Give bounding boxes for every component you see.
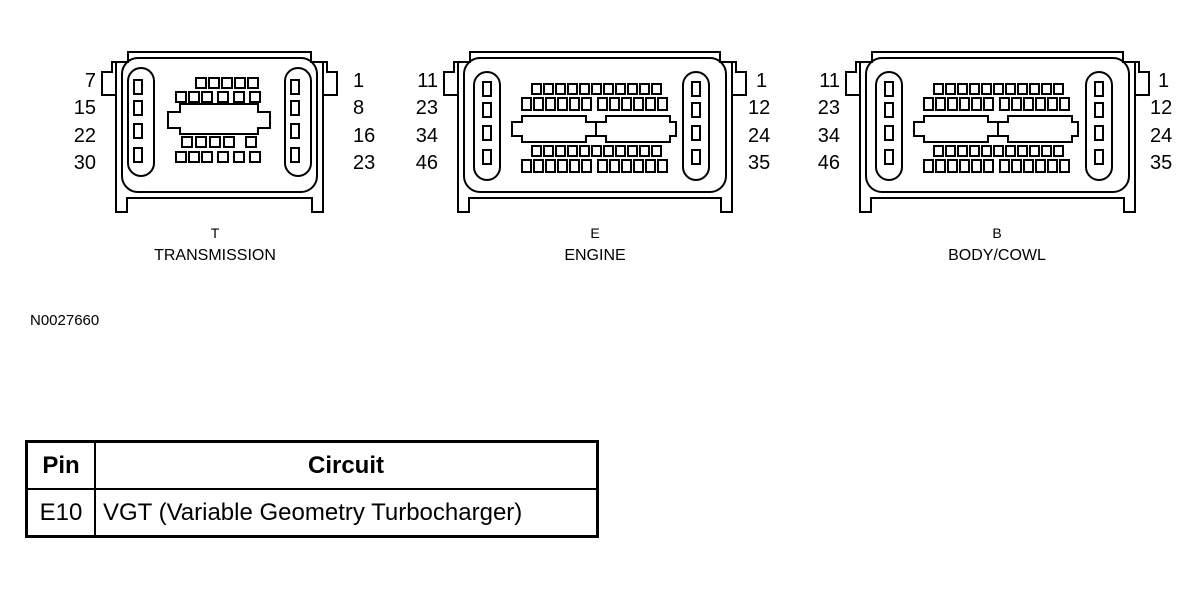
pin-label-right: 23 bbox=[353, 152, 375, 174]
pin-label-right: 24 bbox=[1150, 125, 1172, 147]
pin-label-right: 8 bbox=[353, 97, 364, 119]
pin-label-left: 46 bbox=[818, 152, 840, 174]
circuit-cell: VGT (Variable Geometry Turbocharger) bbox=[94, 488, 599, 538]
connector-letter: E bbox=[590, 225, 599, 241]
pin-label-left: 30 bbox=[74, 152, 96, 174]
pin-label-right: 1 bbox=[353, 70, 364, 92]
connector-letter: T bbox=[211, 225, 220, 241]
connector-body-cowl bbox=[845, 51, 1150, 213]
pin-label-right: 16 bbox=[353, 125, 375, 147]
pin-label-left: 22 bbox=[74, 125, 96, 147]
pin-label-left: 34 bbox=[416, 125, 438, 147]
table-header-row: Pin Circuit bbox=[25, 440, 599, 490]
pin-label-left: 46 bbox=[416, 152, 438, 174]
connector-name: ENGINE bbox=[564, 247, 625, 264]
pin-label-left: 23 bbox=[818, 97, 840, 119]
connector-engine bbox=[443, 51, 747, 213]
pin-label-left: 7 bbox=[85, 70, 96, 92]
figure-id: N0027660 bbox=[30, 312, 100, 329]
cavity-grid bbox=[482, 81, 701, 173]
pin-label-right: 35 bbox=[1150, 152, 1172, 174]
pin-label-right: 1 bbox=[1158, 70, 1169, 92]
pin-cell: E10 bbox=[25, 488, 96, 538]
pin-label-right: 1 bbox=[756, 70, 767, 92]
table-row: E10 VGT (Variable Geometry Turbocharger) bbox=[25, 488, 599, 538]
pin-label-right: 24 bbox=[748, 125, 770, 147]
cavity-grid bbox=[133, 77, 300, 163]
pin-label-left: 34 bbox=[818, 125, 840, 147]
cavity-grid bbox=[884, 81, 1104, 173]
pin-label-right: 12 bbox=[748, 97, 770, 119]
connector-diagram: 7 15 22 30 1 8 16 23 T TRANSMISSION 11 2… bbox=[74, 51, 1172, 264]
pin-label-right: 35 bbox=[748, 152, 770, 174]
pin-label-left: 15 bbox=[74, 97, 96, 119]
connector-transmission bbox=[101, 51, 338, 213]
pin-label-left: 11 bbox=[819, 70, 840, 92]
connector-name: TRANSMISSION bbox=[154, 247, 276, 264]
connector-name: BODY/COWL bbox=[948, 247, 1046, 264]
connector-letter: B bbox=[992, 225, 1001, 241]
circuit-column-header: Circuit bbox=[94, 440, 599, 490]
pin-column-header: Pin bbox=[25, 440, 96, 490]
pin-label-left: 11 bbox=[417, 70, 438, 92]
pin-label-left: 23 bbox=[416, 97, 438, 119]
pin-label-right: 12 bbox=[1150, 97, 1172, 119]
pin-circuit-table: Pin Circuit E10 VGT (Variable Geometry T… bbox=[25, 440, 599, 538]
